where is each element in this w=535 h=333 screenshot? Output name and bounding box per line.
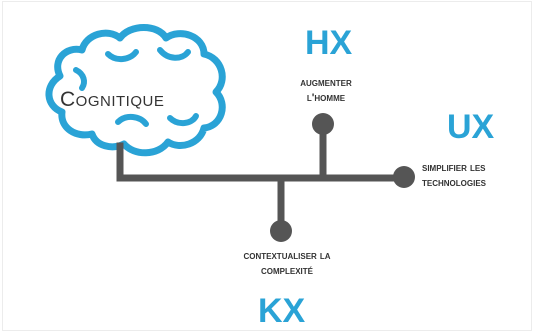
hx-label-line2: l'Homme: [306, 92, 346, 104]
kx-heading: KX: [258, 292, 306, 330]
hx-heading: HX: [305, 24, 353, 62]
center-node-label: Cognitique: [60, 88, 165, 111]
ux-heading: UX: [447, 108, 495, 146]
kx-label: Contextualiser la complexité: [217, 249, 357, 279]
ux-label-line1: Simplifier les: [422, 162, 486, 174]
hx-label: Augmenter l'Homme: [281, 76, 371, 106]
brain-outline-icon: [45, 24, 226, 157]
kx-node: [270, 220, 292, 242]
ux-node: [393, 166, 415, 188]
hx-node: [312, 113, 334, 135]
hx-label-line1: Augmenter: [300, 77, 352, 89]
ux-label: Simplifier les technologies: [422, 161, 532, 191]
kx-label-line2: complexité: [260, 265, 313, 277]
ux-label-line2: technologies: [422, 177, 487, 189]
kx-label-line1: Contextualiser la: [243, 250, 331, 262]
